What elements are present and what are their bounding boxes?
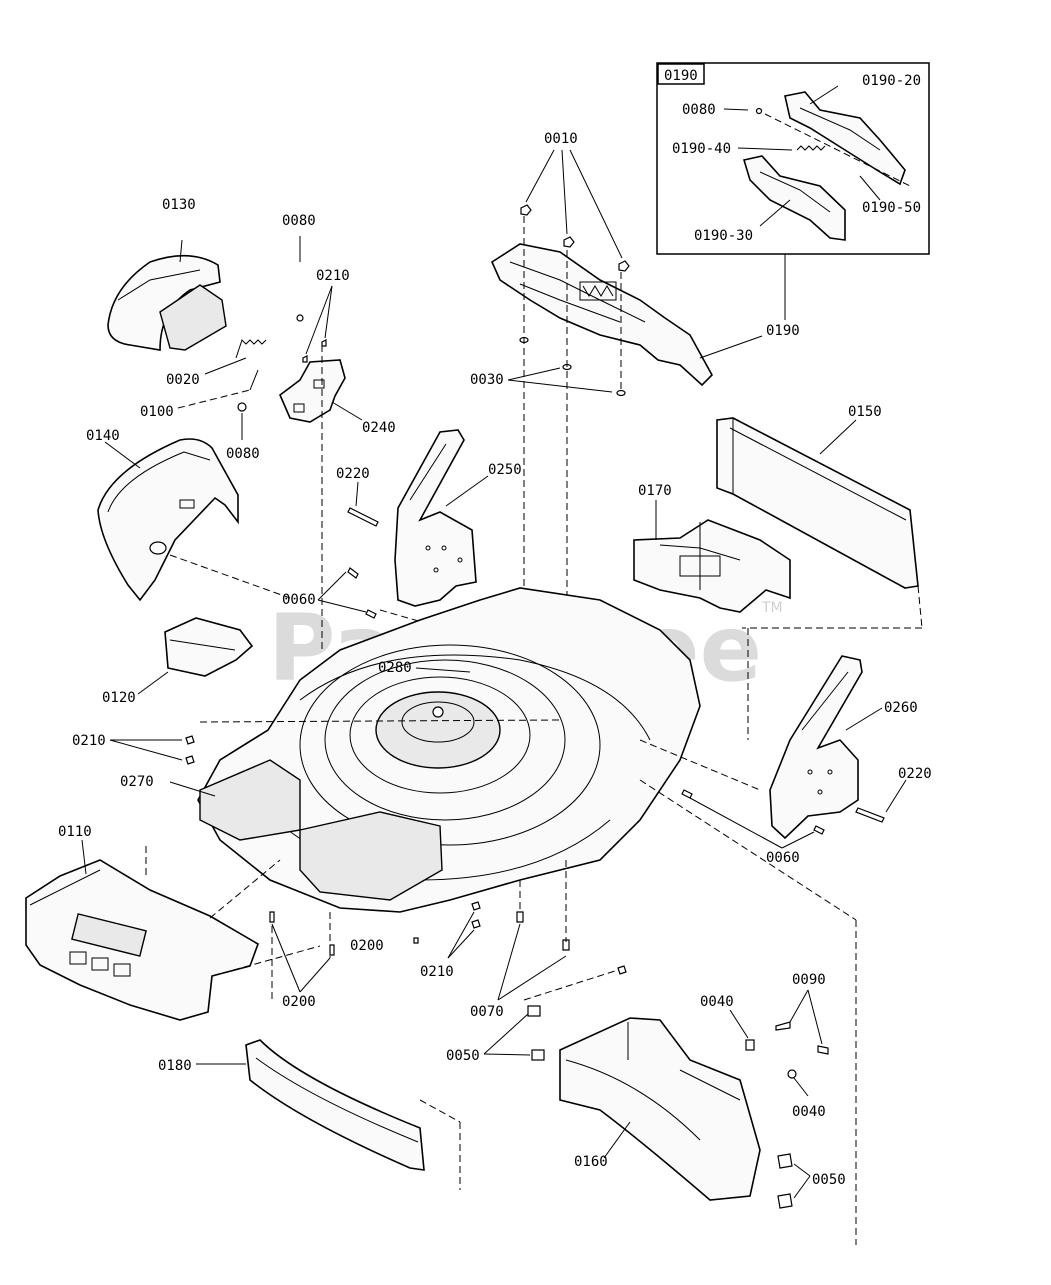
label-0070: 0070: [470, 1004, 504, 1020]
label-0150: 0150: [848, 404, 882, 420]
label-0010: 0010: [544, 131, 578, 147]
label-0050-right: 0050: [812, 1172, 846, 1188]
part-0150-door: [716, 417, 919, 589]
label-0240: 0240: [362, 420, 396, 436]
label-0110: 0110: [58, 824, 92, 840]
label-0160: 0160: [574, 1154, 608, 1170]
clip-0050-a: [527, 1005, 541, 1017]
label-0220-right: 0220: [898, 766, 932, 782]
label-0210-bottom: 0210: [420, 964, 454, 980]
nut-0010-b: [563, 236, 575, 248]
watermark-trademark: TM: [761, 600, 783, 616]
label-0210-left: 0210: [72, 733, 106, 749]
part-0160-bag-housing: [559, 1017, 761, 1201]
part-mower-deck: [197, 587, 701, 913]
nut-0010-c: [618, 260, 630, 272]
label-0060-right: 0060: [766, 850, 800, 866]
label-0100: 0100: [140, 404, 174, 420]
label-0190-20: 0190-20: [862, 73, 921, 89]
label-0040-bottom: 0040: [792, 1104, 826, 1120]
inset-title: 0190: [664, 68, 698, 84]
label-0050-left: 0050: [446, 1048, 480, 1064]
label-0030: 0030: [470, 372, 504, 388]
part-0260-height-plate: [769, 655, 863, 840]
label-0270: 0270: [120, 774, 154, 790]
label-0140: 0140: [86, 428, 120, 444]
washer-0030-c: [616, 389, 626, 397]
part-0190-handle-bracket: [490, 243, 713, 387]
part-0180-deflector: [245, 1039, 425, 1171]
label-0190-50: 0190-50: [862, 200, 921, 216]
label-0120: 0120: [102, 690, 136, 706]
inset-0190-box: 0190: [656, 62, 930, 255]
label-0170: 0170: [638, 483, 672, 499]
nut-0010-a: [520, 204, 532, 216]
label-0040-top: 0040: [700, 994, 734, 1010]
label-0210-top: 0210: [316, 268, 350, 284]
label-0190-30: 0190-30: [694, 228, 753, 244]
washer-0080: [237, 402, 247, 412]
part-0110-front-cover: [25, 859, 259, 1021]
label-0260: 0260: [884, 700, 918, 716]
label-0180: 0180: [158, 1058, 192, 1074]
label-0200-mid: 0200: [350, 938, 384, 954]
label-0080-mid: 0080: [226, 446, 260, 462]
label-0280: 0280: [378, 660, 412, 676]
label-0060-left: 0060: [282, 592, 316, 608]
part-0170-bag-frame: [633, 519, 791, 613]
screw-0220-a: [347, 507, 379, 527]
part-0250-height-plate: [394, 429, 477, 607]
part-0240-bracket: [279, 359, 346, 423]
label-0200-left: 0200: [282, 994, 316, 1010]
clip-0050-b: [531, 1049, 545, 1061]
part-0120: [164, 617, 254, 677]
label-0250: 0250: [488, 462, 522, 478]
label-0190: 0190: [766, 323, 800, 339]
label-0080-top: 0080: [282, 213, 316, 229]
label-0190-40: 0190-40: [672, 141, 731, 157]
label-0090: 0090: [792, 972, 826, 988]
label-0130: 0130: [162, 197, 196, 213]
label-0220-left: 0220: [336, 466, 370, 482]
label-inset-0080: 0080: [682, 102, 716, 118]
part-0140-guard: [97, 438, 239, 602]
label-0020: 0020: [166, 372, 200, 388]
part-0130-flap: [107, 254, 267, 359]
